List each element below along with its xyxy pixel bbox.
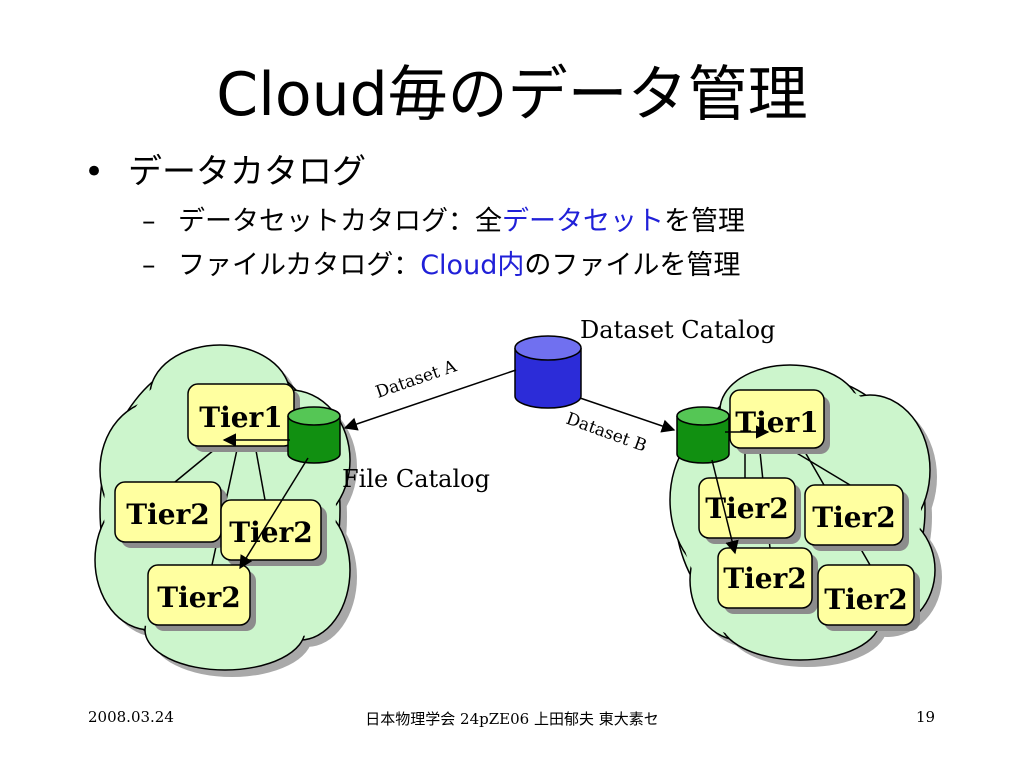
tier1-box-right: Tier1 xyxy=(729,389,830,454)
tier2-box-left-a: Tier2 xyxy=(114,481,227,548)
footer-center: 日本物理学会 24pZE06 上田郁夫 東大素セ xyxy=(365,710,659,728)
tier1-label: Tier1 xyxy=(735,406,819,439)
arrows xyxy=(222,369,770,570)
tier2-box-left-c: Tier2 xyxy=(147,564,256,631)
dataset-b-label: Dataset B xyxy=(563,409,649,457)
arrow-to-tier2-left xyxy=(239,457,309,570)
tier2-label: Tier2 xyxy=(723,562,807,595)
bullet-list: • データカタログ – データセットカタログ：全データセットを管理 – ファイル… xyxy=(84,150,984,286)
tier1-label: Tier1 xyxy=(199,401,283,434)
tier2-box-left-b: Tier2 xyxy=(220,499,327,566)
tier2-box-right-c: Tier2 xyxy=(717,547,818,614)
tier2-box-right-a: Tier2 xyxy=(698,477,801,544)
footer-page-number: 19 xyxy=(916,708,936,726)
sub-bullet-dash: – xyxy=(142,206,156,237)
footer-date: 2008.03.24 xyxy=(88,708,174,726)
bullet-main-text: データカタログ xyxy=(128,152,366,192)
tier2-box-right-d: Tier2 xyxy=(817,564,920,631)
file-catalog-db-icon-right xyxy=(676,406,730,464)
bullet-data-catalog: • データカタログ xyxy=(84,150,984,194)
sub2-prefix: ファイルカタログ： xyxy=(178,250,421,281)
sub-bullet-dash: – xyxy=(142,250,156,281)
sub1-suffix: を管理 xyxy=(664,206,745,237)
sub-bullet-file-catalog: – ファイルカタログ：Cloud内のファイルを管理 xyxy=(142,246,984,286)
tier2-label: Tier2 xyxy=(229,516,313,549)
arrow-dataset-b xyxy=(579,397,676,433)
tier2-label: Tier2 xyxy=(705,492,789,525)
tier2-label: Tier2 xyxy=(126,498,210,531)
left-tier-boxes: Tier1 Tier2 Tier2 Tier2 xyxy=(114,383,327,631)
dataset-a-label: Dataset A xyxy=(373,356,460,403)
tier2-label: Tier2 xyxy=(824,583,908,616)
slide-title: Cloud毎のデータ管理 xyxy=(216,60,808,130)
sub1-highlight: データセット xyxy=(502,206,664,237)
tier2-label: Tier2 xyxy=(157,581,241,614)
right-tier-boxes: Tier1 Tier2 Tier2 Tier2 Tier2 xyxy=(698,389,920,631)
file-catalog-db-icon-left xyxy=(287,406,341,464)
bullet-dot: • xyxy=(84,152,105,192)
dataset-catalog-db-icon xyxy=(514,335,582,409)
sub-bullet-dataset-catalog: – データセットカタログ：全データセットを管理 xyxy=(142,202,984,242)
file-catalog-label: File Catalog xyxy=(342,465,490,493)
sub1-prefix: データセットカタログ：全 xyxy=(178,206,502,237)
tier2-label: Tier2 xyxy=(812,501,896,534)
sub2-highlight: Cloud内 xyxy=(420,250,525,281)
arrow-to-tier2-right xyxy=(711,459,739,555)
dataset-catalog-label: Dataset Catalog xyxy=(580,316,775,344)
tier1-box-left: Tier1 xyxy=(187,383,300,452)
tier2-box-right-b: Tier2 xyxy=(804,484,909,551)
arrow-dataset-a xyxy=(343,369,517,431)
sub2-suffix: のファイルを管理 xyxy=(524,250,741,281)
